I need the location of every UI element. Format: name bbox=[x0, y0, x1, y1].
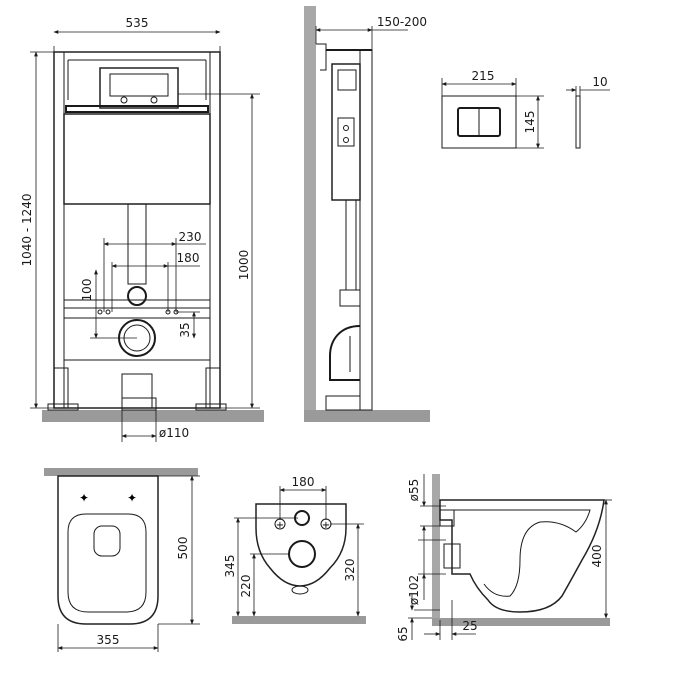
svg-text:✦: ✦ bbox=[79, 491, 89, 505]
frame-front-view: 535 1040 - 1240 1000 230 180 100 35 bbox=[20, 16, 264, 442]
dim-345: 345 bbox=[223, 555, 237, 578]
top-wall bbox=[44, 468, 198, 476]
dim-wall-gap: 150-200 bbox=[377, 15, 427, 29]
dim-180: 180 bbox=[177, 251, 200, 265]
cistern bbox=[63, 113, 211, 205]
svg-text:+: + bbox=[276, 520, 284, 531]
dim-pipe-102: ø102 bbox=[407, 575, 421, 605]
dim-1000: 1000 bbox=[237, 250, 251, 281]
flush-mechanism bbox=[99, 67, 179, 109]
bowl-top-view: ✦ ✦ 355 500 bbox=[44, 468, 200, 652]
dim-bowl-width: 355 bbox=[97, 633, 120, 647]
svg-text:✦: ✦ bbox=[127, 491, 137, 505]
water-outlet bbox=[127, 286, 147, 306]
dim-35: 35 bbox=[178, 322, 192, 337]
dim-frame-width: 535 bbox=[126, 16, 149, 30]
dim-320: 320 bbox=[343, 559, 357, 582]
dim-bolt-spacing: 180 bbox=[292, 475, 315, 489]
dim-plate-width: 215 bbox=[472, 69, 495, 83]
dim-plate-height: 145 bbox=[523, 111, 537, 134]
svg-text:+: + bbox=[322, 520, 330, 531]
dim-100: 100 bbox=[80, 279, 94, 302]
dim-220: 220 bbox=[239, 575, 253, 598]
bowl-floor bbox=[432, 618, 610, 626]
bowl-back-view: + + 180 345 220 320 bbox=[223, 475, 366, 624]
bowl-outline bbox=[57, 475, 159, 625]
floor bbox=[42, 410, 264, 422]
plate-side bbox=[575, 95, 581, 149]
frame-side-view: 150-200 bbox=[304, 6, 430, 422]
dim-plate-depth: 10 bbox=[592, 75, 607, 89]
dim-400: 400 bbox=[590, 545, 604, 568]
wall bbox=[304, 6, 316, 420]
bowl-back-outline bbox=[255, 503, 347, 587]
dim-pipe-55: ø55 bbox=[407, 479, 421, 502]
dim-25: 25 bbox=[462, 619, 477, 633]
dim-bowl-length: 500 bbox=[176, 537, 190, 560]
dim-pipe-110: ø110 bbox=[159, 426, 189, 440]
plate-outline bbox=[441, 95, 517, 149]
back-floor bbox=[232, 616, 366, 624]
side-floor bbox=[304, 410, 430, 422]
dim-frame-height: 1040 - 1240 bbox=[20, 193, 34, 266]
bowl-profile bbox=[439, 499, 605, 613]
bowl-side-view: ø55 ø102 400 65 25 bbox=[396, 474, 612, 642]
dim-65: 65 bbox=[396, 626, 410, 641]
bowl-wall bbox=[432, 474, 440, 624]
dim-230: 230 bbox=[179, 230, 202, 244]
flush-plate: 215 145 10 bbox=[441, 69, 610, 149]
